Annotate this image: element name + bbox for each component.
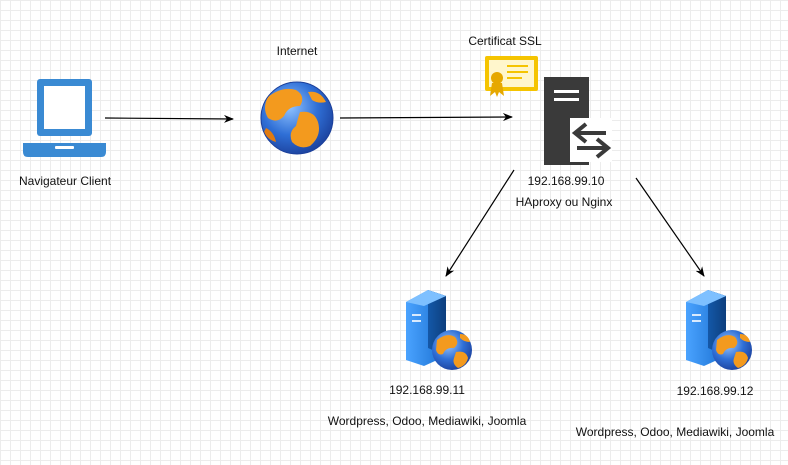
laptop-icon bbox=[23, 79, 106, 157]
server1-apps-label: Wordpress, Odoo, Mediawiki, Joomla bbox=[327, 414, 527, 428]
connector-internet-proxy bbox=[339, 113, 513, 122]
proxy-software-label: HAproxy ou Nginx bbox=[515, 195, 613, 209]
internet-label: Internet bbox=[276, 44, 318, 58]
client-label: Navigateur Client bbox=[18, 174, 112, 188]
proxy-ip-label: 192.168.99.10 bbox=[527, 174, 605, 188]
connector-proxy-server1 bbox=[445, 169, 515, 277]
connector-proxy-server2 bbox=[635, 177, 705, 277]
server2-apps-label: Wordpress, Odoo, Mediawiki, Joomla bbox=[575, 425, 775, 439]
globe-icon bbox=[260, 81, 334, 155]
web-server-icon bbox=[406, 290, 472, 370]
server1-ip-label: 192.168.99.11 bbox=[389, 383, 465, 397]
web-server-icon bbox=[686, 290, 752, 370]
server2-ip-label: 192.168.99.12 bbox=[676, 384, 754, 398]
connector-client-internet bbox=[104, 114, 234, 123]
certificate-icon bbox=[485, 56, 538, 97]
proxy-server-icon bbox=[544, 77, 612, 165]
ssl-certificate-label: Certificat SSL bbox=[468, 34, 542, 48]
